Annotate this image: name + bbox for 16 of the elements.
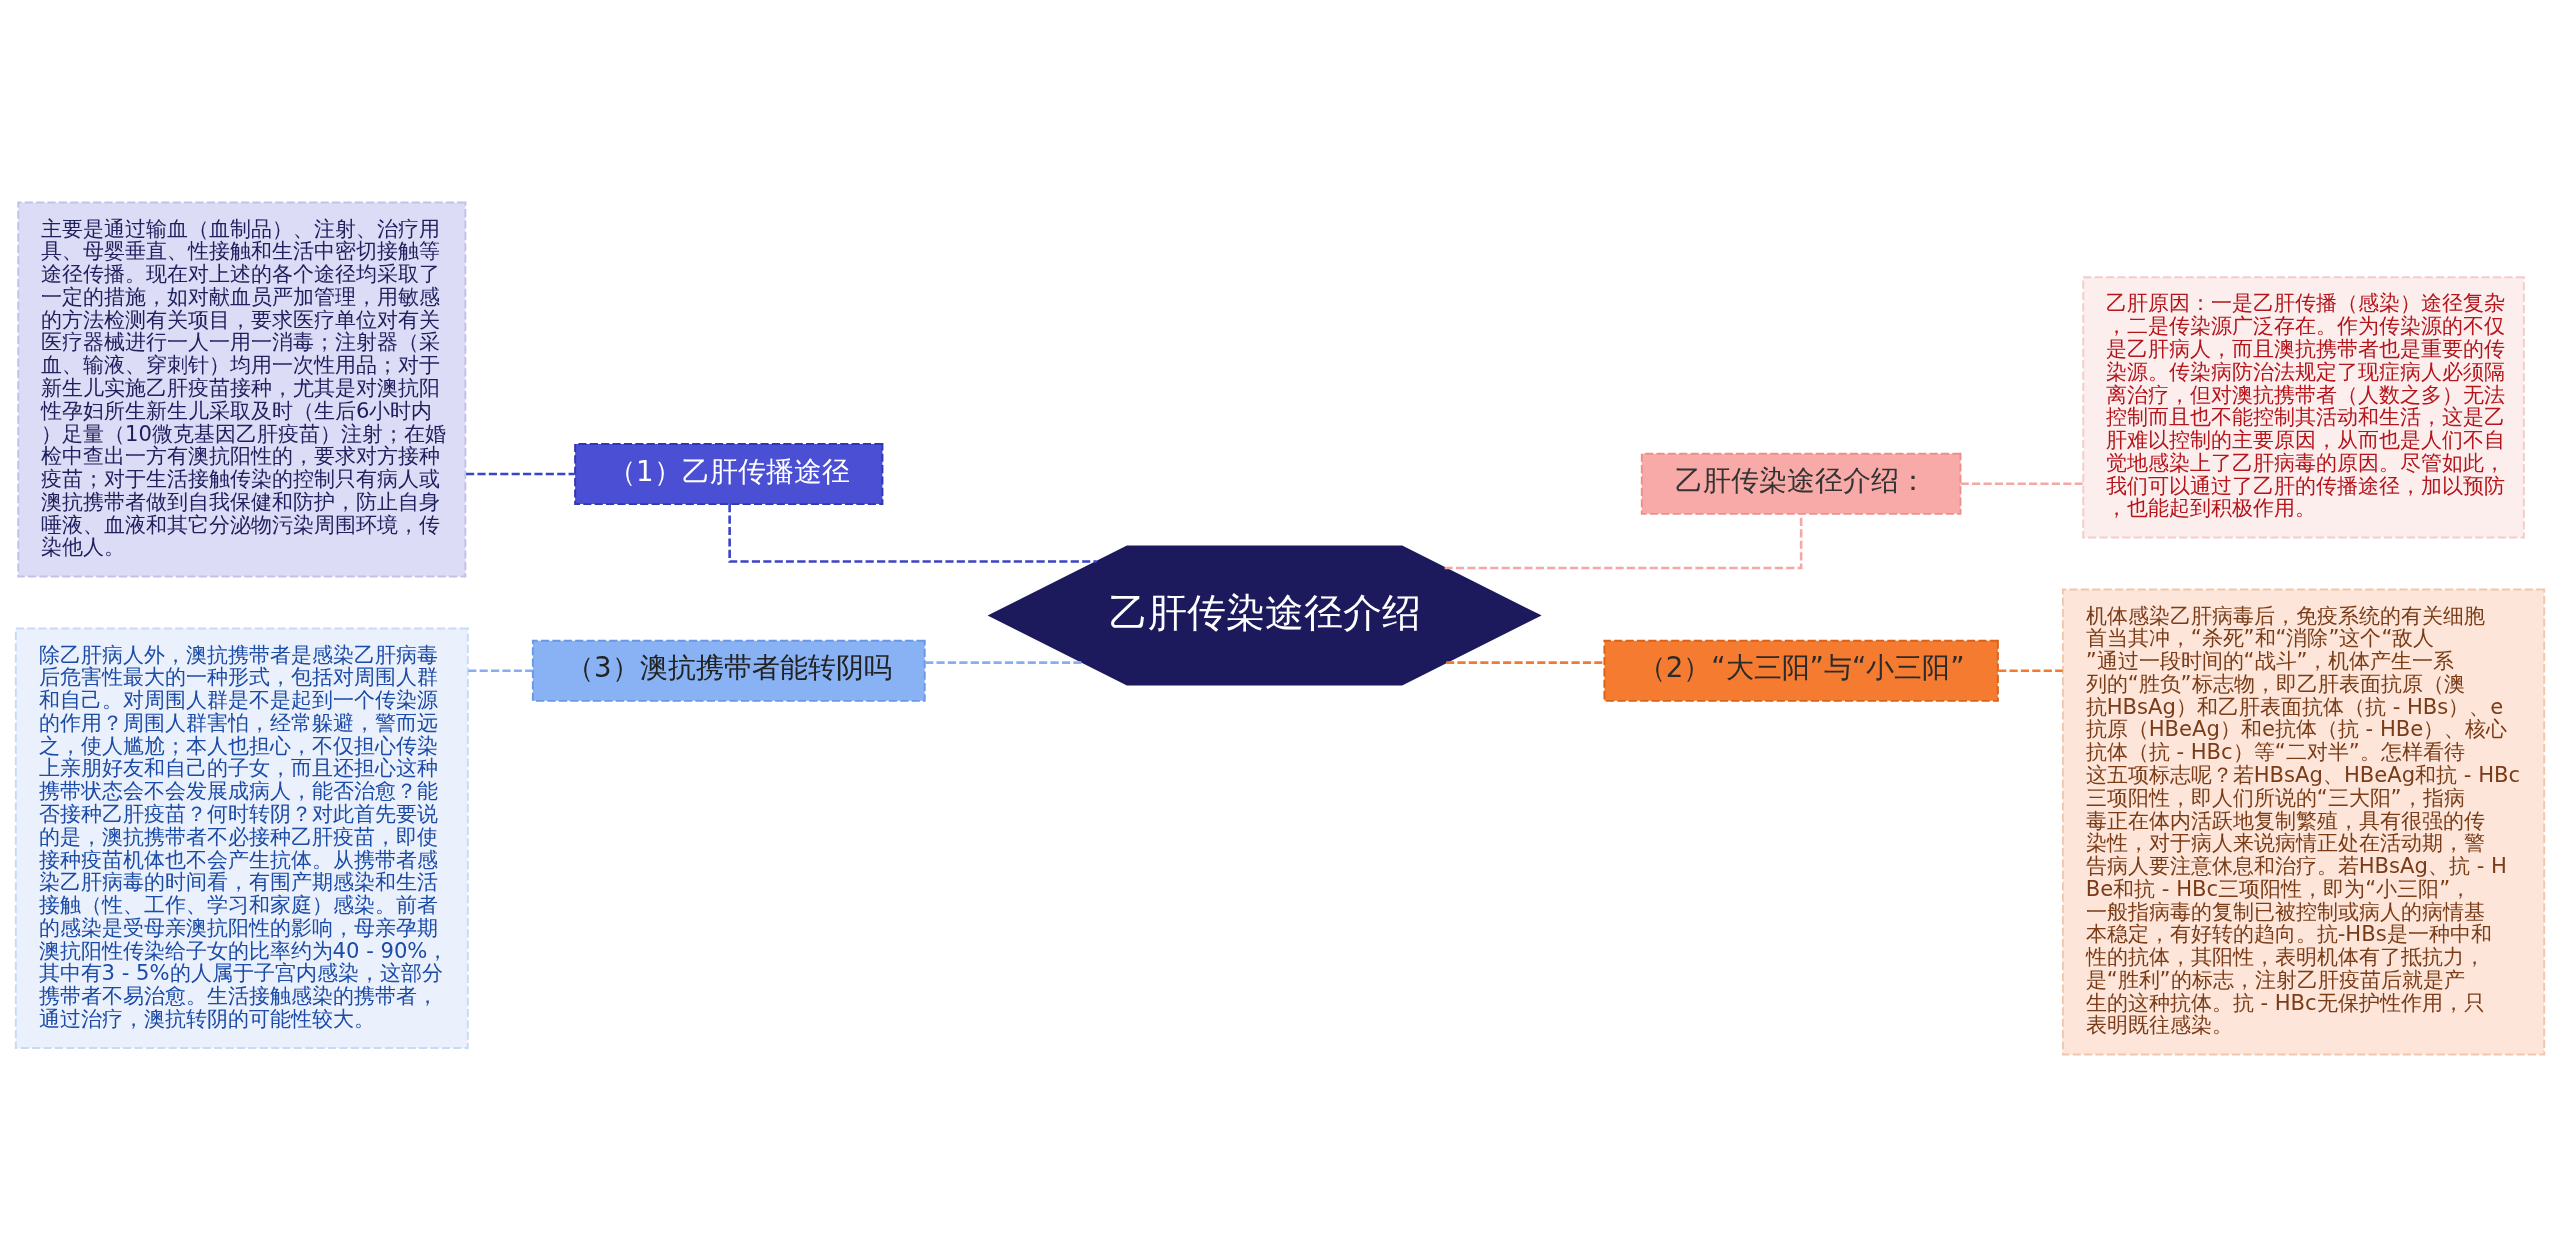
node-box: 除乙肝病人外，澳抗携带者是感染乙肝病毒后危害性最大的一种形式，包括对周围人群和自己。对周围人群是不是起到一个传染源的作用？周围人群害怕，经常躲避，警而远之，使人尴尬；本人也担心，不仅担心传染上亲朋好友和自己的子女，而且还担心这种携带状态会不会发展成病人，能否治愈？能否接种乙肝疫苗？何时转阴？对此首先要说的是，澳抗携带者不必接种乙肝疫苗，即使接种疫苗机体也不会产生抗体。从携带者感染乙肝病毒的时间看，有围产期感染和生活接触（性、工作、学习和家庭）感染。前者的感染是受母亲澳抗阳性的影响，母亲孕期澳抗阳性传染给子女的比率约为40 - 90%，其中有3 - 5%的人属于子宫内感染，这部分携带者不易治愈。生活接触感染的携带者，通过治疗，澳抗转阴的可能性较大。 [14, 627, 469, 1049]
connector [466, 472, 575, 476]
connector [1446, 661, 1605, 664]
node-box: （3）澳抗携带者能转阴吗 [531, 639, 926, 702]
connector [468, 669, 533, 673]
connector [925, 661, 1084, 664]
connector [1444, 514, 1803, 570]
node-box: 主要是通过输血（血制品）、注射、治疗用具、母婴垂直、性接触和生活中密切接触等途径传播。现在对上述的各个途径均采取了一定的措施，如对献血员严加管理，用敏感的方法检测有关项目，要求医疗单位对有关医疗器械进行一人一用一消毒；注射器（采血、输液、穿刺针）均用一次性用品；对于新生儿实施乙肝疫苗接种，尤其是对澳抗阳性孕妇所生新生儿采取及时（生后6小时内）足量（10微克基因乙肝疫苗）注射；在婚检中查出一方有澳抗阳性的，要求对方接种疫苗；对于生活接触传染的控制只有病人或澳抗携带者做到自我保健和防护，防止自身唾液、血液和其它分泌物污染周围环境，传染他人。 [17, 201, 467, 578]
connector [1998, 669, 2063, 673]
connector [1960, 482, 2083, 486]
connector [728, 504, 1097, 563]
node-box: 乙肝传染途径介绍： [1640, 452, 1962, 515]
node-box: 乙肝原因：一是乙肝传播（感染）途径复杂，二是传染源广泛存在。作为传染源的不仅是乙肝病人，而且澳抗携带者也是重要的传染源。传染病防治法规定了现症病人必须隔离治疗，但对澳抗携带者（人数之多）无法控制而且也不能控制其活动和生活，这是乙肝难以控制的主要原因，从而也是人们不自觉地感染上了乙肝病毒的原因。尽管如此，我们可以通过了乙肝的传播途径，加以预防，也能起到积极作用。 [2082, 276, 2525, 539]
node-box: 机体感染乙肝病毒后，免疫系统的有关细胞首当其冲，“杀死”和“消除”这个“敌人”通过一段时间的“战斗”，机体产生一系列的“胜负”标志物，即乙肝表面抗原（澳抗HBsAg）和乙肝表面抗体（抗 - HBs）、e抗原（HBeAg）和e抗体（抗 - HBe）、核心抗体（抗 - HBc）等“二对半”。怎样看待这五项标志呢？若HBsAg、HBeAg和抗 - HBc三项阳性，即人们所说的“三大阳”，指病毒正在体内活跃地复制繁殖，具有很强的传染性，对于病人来说病情正处在活动期，警告病人要注意休息和治疗。若HBsAg、抗 - HBe和抗 - HBc三项阳性，即为“小三阳”，一般指病毒的复制已被控制或病人的病情基本稳定，有好转的趋向。抗-HBs是一种中和性的抗体，其阳性，表明机体有了抵抗力，是“胜利”的标志，注射乙肝疫苗后就是产生的这种抗体。抗 - HBc无保护性作用，只表明既往感染。 [2061, 588, 2546, 1056]
node-box: （1）乙肝传播途径 [574, 443, 884, 506]
node-box: （2）“大三阳”与“小三阳” [1603, 639, 1999, 702]
